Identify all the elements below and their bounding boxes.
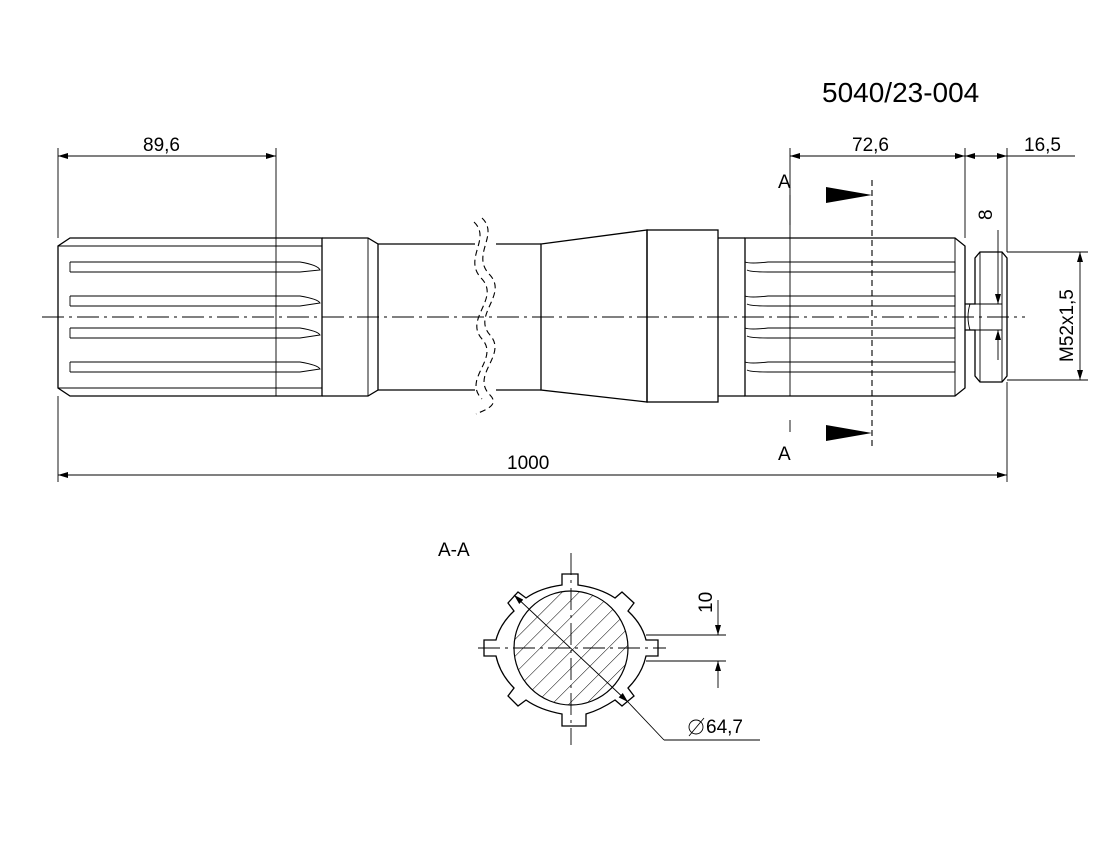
left-spline-grooves	[69, 238, 321, 396]
dimension-thread-spec: M52x1,5	[1007, 251, 1088, 381]
section-view: A-A 64,7 10	[438, 540, 760, 745]
dimension-spline-right: 72,6	[789, 135, 966, 238]
dimension-overall-length: 1000	[57, 382, 1008, 482]
dimension-label-spline-right: 72,6	[852, 135, 889, 156]
cylinder-section	[646, 229, 719, 403]
dimension-label-spline-left: 89,6	[143, 135, 180, 156]
dimension-label-thread-spec: M52x1,5	[1057, 289, 1078, 362]
break-line-right	[473, 221, 488, 400]
dimension-label-thread-length: 16,5	[1024, 135, 1061, 156]
dimension-label-overall-length: 1000	[507, 453, 549, 474]
section-cut-marker: A A	[778, 172, 873, 465]
section-outer-profile	[483, 573, 659, 727]
dimension-spline-left: 89,6	[57, 135, 277, 238]
shaft-view	[42, 217, 1025, 415]
diameter-icon	[688, 717, 705, 737]
taper-section	[540, 229, 648, 403]
dimension-slot-width: 8	[976, 209, 1001, 360]
part-number: 5040/23-004	[822, 77, 979, 108]
section-marker-top: A	[778, 172, 791, 193]
section-title: A-A	[438, 540, 470, 561]
dimension-label-diameter: 64,7	[706, 717, 743, 738]
section-marker-bottom: A	[778, 444, 791, 465]
dimension-label-key-width: 10	[696, 592, 717, 613]
dimension-thread-length: 16,5	[965, 135, 1075, 252]
break-line-left	[475, 217, 496, 415]
dimension-label-slot-width: 8	[976, 209, 997, 220]
